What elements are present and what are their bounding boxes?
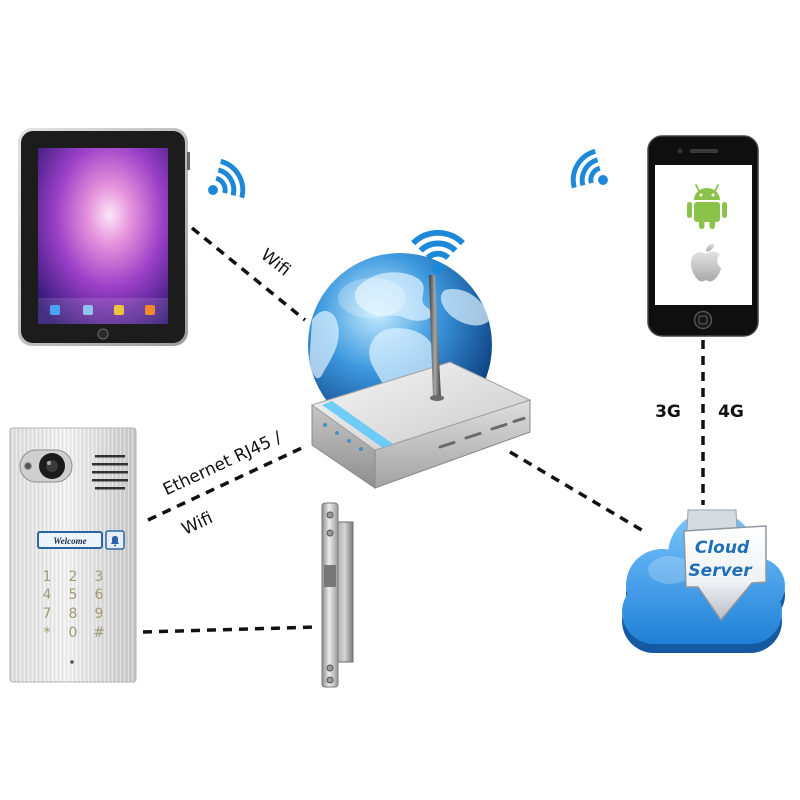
smartphone-icon [647, 135, 759, 337]
phone-screen [655, 165, 752, 305]
lock-screws [326, 511, 334, 684]
router-cloud-connector [509, 450, 646, 534]
speaker-grille [92, 455, 128, 490]
wifi-signal-icon [198, 157, 249, 211]
mobile-4g-label: 4G [718, 402, 744, 422]
keypad-key: 7 [43, 606, 52, 622]
tablet-home-button [97, 328, 109, 340]
panel-link-label-line2: Wifi [179, 508, 216, 540]
tablet-router-connector [190, 226, 307, 322]
tablet-screen [38, 148, 168, 324]
download-arrow-icon [683, 525, 767, 622]
keypad-key: 8 [69, 606, 78, 622]
wireless-router-icon [308, 253, 532, 489]
keypad-key: 6 [95, 587, 104, 603]
app-icon [145, 305, 155, 315]
cloud-label-line1: Cloud [695, 538, 750, 558]
keypad-key: 1 [43, 569, 52, 585]
apple-logo-icon [691, 243, 721, 282]
keypad-key: 0 [69, 625, 78, 641]
keypad-key: 2 [69, 569, 78, 585]
app-icon [50, 305, 60, 315]
lock-body [335, 521, 354, 663]
door-intercom-icon: Welcome 1 2 3 4 5 6 7 8 9 * 0 # [9, 427, 137, 683]
panel-router-connector [147, 444, 307, 522]
lock-faceplate [321, 502, 339, 688]
panel-lock-connector [142, 625, 319, 634]
microphone-hole [70, 660, 74, 664]
phone-home-button [693, 310, 713, 330]
tablet-link-label: Wifi [257, 245, 294, 280]
keypad-key: 4 [43, 587, 52, 603]
phone-speaker [690, 149, 718, 153]
keypad-key: # [93, 625, 105, 641]
cloud-label-line2: Server [688, 561, 753, 581]
app-icon [114, 305, 124, 315]
keypad-key: 9 [95, 606, 104, 622]
android-logo-icon [687, 184, 727, 229]
keypad-key: 5 [69, 587, 78, 603]
camera-icon [19, 449, 73, 483]
lock-latch [324, 565, 336, 587]
router-antenna [429, 275, 441, 398]
electric-strike-lock-icon [321, 502, 354, 688]
router-antenna-base [430, 395, 444, 401]
wifi-signal-icon [567, 147, 618, 201]
cloud-server-icon: Cloud Server [622, 509, 785, 653]
app-icon [83, 305, 93, 315]
keypad-key: * [44, 625, 51, 641]
router-status-lights [322, 401, 393, 448]
name-display [37, 531, 103, 549]
tablet-side-button [187, 152, 190, 170]
keypad: 1 2 3 4 5 6 7 8 9 * 0 # [43, 569, 105, 641]
connectors [142, 226, 705, 634]
keypad-key: 3 [95, 569, 104, 585]
router-vents [438, 416, 526, 449]
router-led-row [323, 423, 363, 451]
display-label: Welcome [53, 536, 86, 546]
mobile-3g-label: 3G [655, 402, 681, 422]
bell-icon [105, 530, 125, 550]
phone-camera [677, 148, 683, 154]
tablet-icon [18, 128, 190, 346]
